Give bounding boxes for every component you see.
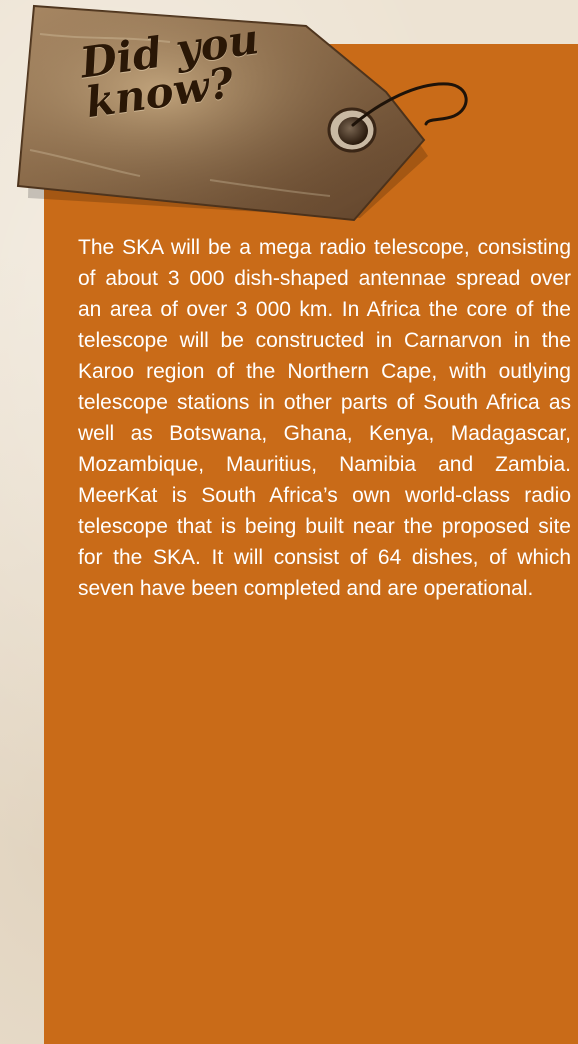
- tag-string-icon: [351, 82, 468, 127]
- did-you-know-tag: [16, 4, 468, 222]
- tag-hole-icon: [327, 107, 377, 153]
- ska-fact-paragraph: The SKA will be a mega radio telescope, …: [78, 236, 571, 600]
